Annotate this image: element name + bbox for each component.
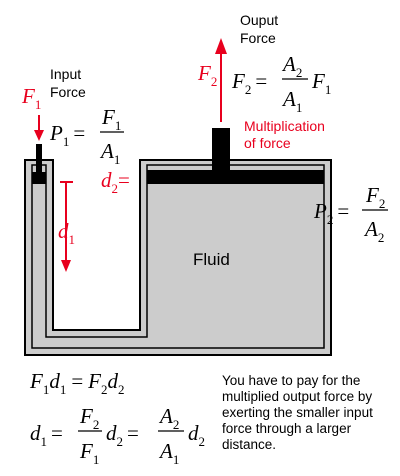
output-force-arrow — [215, 38, 227, 122]
hydraulic-vessel — [24, 128, 332, 356]
f2-arrow-symbol: F2 — [197, 61, 217, 89]
d1-symbol: d1 — [58, 219, 75, 247]
explanation-note: You have to pay for the multiplied outpu… — [222, 373, 373, 452]
vessel-inner-wall — [31, 164, 325, 349]
output-piston-rod — [212, 128, 230, 170]
svg-text:A1: A1 — [281, 87, 302, 115]
svg-text:P1=: P1= — [49, 121, 85, 149]
multiplication-label: Multiplication — [244, 118, 325, 134]
input-piston-rod — [36, 144, 42, 172]
svg-text:F1d1=F2d2: F1d1=F2d2 — [29, 369, 125, 397]
svg-text:A2: A2 — [158, 404, 179, 432]
input-force-label-line2: Force — [50, 84, 86, 100]
formula-work-equality: F1d1=F2d2 — [29, 369, 125, 397]
input-force-arrow — [34, 115, 44, 141]
fluid-label: Fluid — [193, 250, 230, 269]
svg-text:A2: A2 — [363, 217, 384, 245]
red-symbols: F2 F1 d2= d1 — [21, 61, 217, 247]
svg-text:F2=: F2= — [231, 69, 267, 97]
svg-text:d1=: d1= — [30, 421, 63, 449]
output-force-label: Ouput — [240, 12, 278, 28]
svg-text:F1: F1 — [101, 105, 121, 133]
svg-text:A1: A1 — [99, 139, 120, 167]
d1-displacement-marker — [60, 181, 73, 272]
input-piston — [32, 172, 46, 184]
multiplication-label-line2: of force — [244, 135, 291, 151]
formula-input-pressure: P1= F1 A1 — [49, 105, 124, 167]
svg-text:F2: F2 — [79, 404, 99, 432]
d2-symbol: d2= — [101, 168, 130, 196]
svg-text:d2: d2 — [188, 421, 205, 449]
formula-output-pressure: P2= F2 A2 — [313, 183, 388, 245]
formula-displacement: d1= F2 F1 d2= A2 A1 d2 — [30, 404, 205, 467]
svg-text:d2=: d2= — [106, 421, 139, 449]
svg-text:F1: F1 — [311, 69, 331, 97]
output-piston — [147, 170, 324, 184]
input-force-label: Input — [50, 66, 81, 82]
svg-text:A1: A1 — [158, 439, 179, 467]
svg-text:F1: F1 — [79, 439, 99, 467]
svg-text:A2: A2 — [281, 52, 302, 80]
svg-text:F2: F2 — [365, 183, 385, 211]
formula-output-force: F2= A2 A1 F1 — [231, 52, 331, 115]
output-force-label-line2: Force — [240, 30, 276, 46]
svg-text:P2=: P2= — [313, 199, 349, 227]
f1-arrow-symbol: F1 — [21, 84, 41, 112]
